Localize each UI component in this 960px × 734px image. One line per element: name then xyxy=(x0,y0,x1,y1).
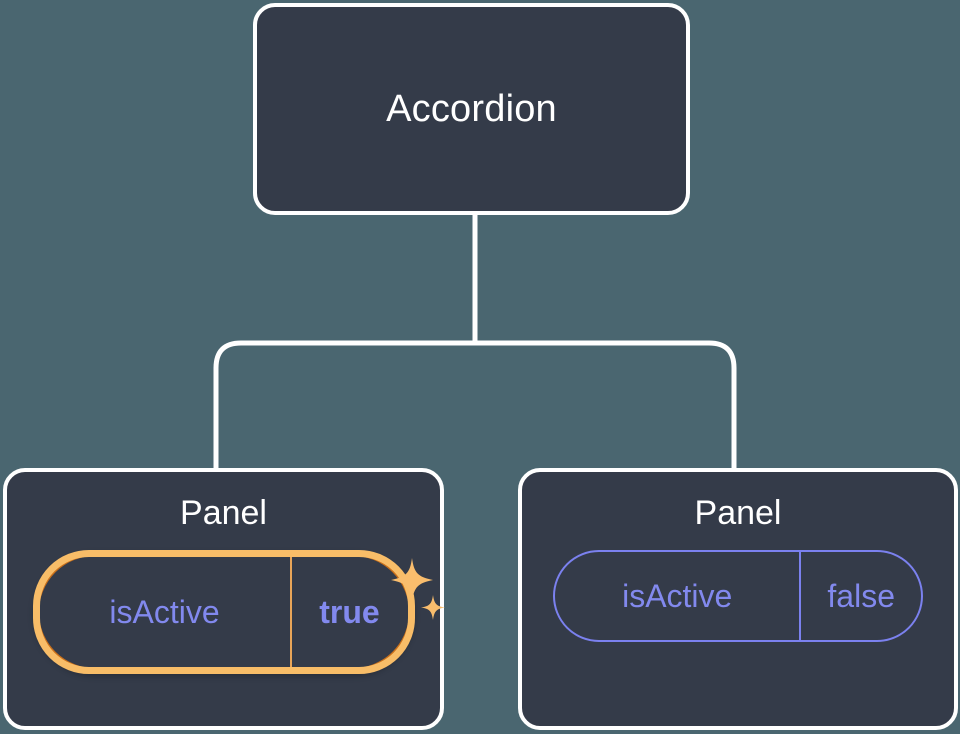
prop-value: false xyxy=(799,552,921,640)
prop-pill[interactable]: isActive false xyxy=(553,550,923,642)
prop-value: true xyxy=(289,557,408,667)
prop-key: isActive xyxy=(109,593,220,630)
tree-node-accordion[interactable]: Accordion xyxy=(253,3,690,215)
node-title: Panel xyxy=(694,494,782,532)
edge-bus-to-children xyxy=(213,340,737,471)
prop-pill-highlighted[interactable]: isActive true xyxy=(32,550,415,674)
prop-key: isActive xyxy=(622,577,733,614)
tree-node-panel-inactive[interactable]: Panel isActive false xyxy=(518,468,958,730)
tree-node-panel-active[interactable]: Panel isActive true xyxy=(3,468,445,730)
prop-pill-inner-ring: isActive true xyxy=(32,550,415,674)
node-title: Panel xyxy=(180,494,267,532)
node-title: Accordion xyxy=(386,87,557,130)
